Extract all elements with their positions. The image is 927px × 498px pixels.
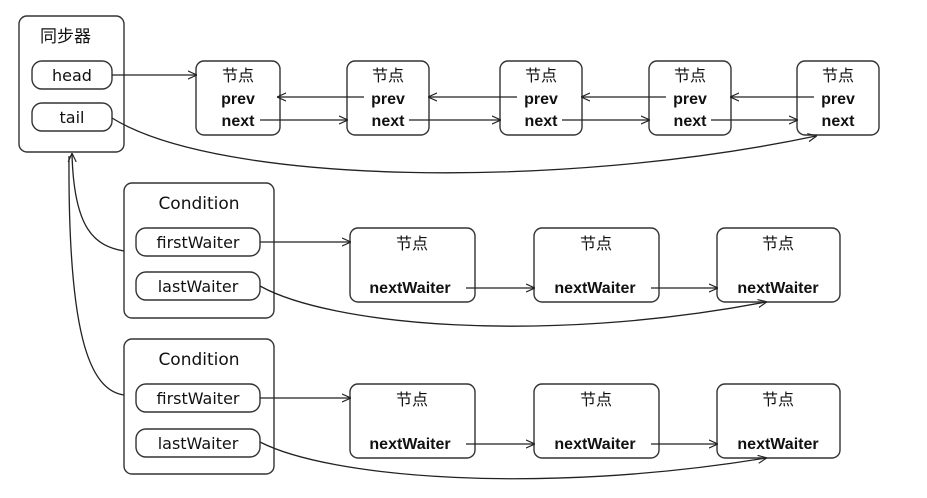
condition-node-title: 节点: [580, 390, 612, 409]
sync-node: 节点 prev next: [346, 60, 430, 136]
sync-node-box: [796, 60, 880, 136]
condition-node-title: 节点: [762, 390, 794, 409]
condition-2-sync-link: [68, 155, 125, 396]
sync-node-next: next: [525, 113, 559, 130]
last-waiter-arrow: [259, 285, 766, 327]
last-waiter-field: [135, 428, 261, 458]
first-waiter-label: firstWaiter: [156, 389, 239, 408]
condition-node-title: 节点: [762, 234, 794, 253]
sync-node-title: 节点: [372, 66, 404, 85]
last-waiter-arrow: [259, 441, 766, 480]
condition-node-title: 节点: [396, 390, 428, 409]
sync-node-prev: prev: [524, 91, 558, 108]
condition-node-box: [716, 383, 841, 459]
synchronizer-title: 同步器: [40, 27, 91, 47]
tail-label: tail: [60, 108, 85, 127]
condition-to-sync-arrows: [68, 154, 125, 396]
condition-node-title: 节点: [396, 234, 428, 253]
sync-node-prev: prev: [221, 91, 255, 108]
condition-node: 节点 nextWaiter: [716, 227, 841, 303]
synchronizer: 同步器 head tail: [18, 15, 125, 153]
condition-node-box: [533, 227, 660, 303]
condition-node-box: [533, 383, 660, 459]
sync-node-title: 节点: [525, 66, 557, 85]
sync-node: 节点 prev next: [195, 60, 281, 136]
condition-node-field: nextWaiter: [554, 280, 635, 297]
tail-arrow: [111, 117, 816, 174]
condition-2: Condition firstWaiter lastWaiter 节点 next…: [123, 338, 841, 480]
sync-node: 节点 prev next: [648, 60, 732, 136]
condition-node: 节点 nextWaiter: [533, 383, 660, 459]
sync-node: 节点 prev next: [499, 60, 583, 136]
condition-1: Condition firstWaiter lastWaiter 节点 next…: [123, 182, 841, 327]
condition-node-title: 节点: [580, 234, 612, 253]
condition-node-box: [349, 383, 476, 459]
sync-node-prev: prev: [821, 91, 855, 108]
sync-node: 节点 prev next: [796, 60, 880, 136]
sync-node-prev: prev: [371, 91, 405, 108]
sync-queue: 节点 prev next 节点 prev next 节点 prev next 节…: [195, 60, 880, 136]
sync-node-next: next: [674, 113, 708, 130]
sync-node-next: next: [372, 113, 406, 130]
condition-1-sync-link: [72, 154, 125, 252]
condition-node-field: nextWaiter: [369, 280, 450, 297]
sync-node-next: next: [822, 113, 856, 130]
sync-node-title: 节点: [822, 66, 854, 85]
sync-node-prev: prev: [673, 91, 707, 108]
condition-title: Condition: [158, 350, 239, 370]
condition-node-field: nextWaiter: [737, 436, 818, 453]
condition-node: 节点 nextWaiter: [349, 227, 476, 303]
condition-node-box: [349, 227, 476, 303]
head-label: head: [52, 66, 92, 85]
condition-node: 节点 nextWaiter: [349, 383, 476, 459]
condition-title: Condition: [158, 194, 239, 214]
condition-node-field: nextWaiter: [369, 436, 450, 453]
condition-node: 节点 nextWaiter: [533, 227, 660, 303]
sync-queue-arrows: [111, 75, 816, 174]
tail-field: [31, 102, 113, 132]
condition-node-field: nextWaiter: [737, 280, 818, 297]
last-waiter-label: lastWaiter: [158, 434, 239, 453]
first-waiter-label: firstWaiter: [156, 233, 239, 252]
sync-node-title: 节点: [674, 66, 706, 85]
sync-node-title: 节点: [222, 66, 254, 85]
condition-node-field: nextWaiter: [554, 436, 635, 453]
condition-node: 节点 nextWaiter: [716, 383, 841, 459]
condition-node-box: [716, 227, 841, 303]
last-waiter-label: lastWaiter: [158, 277, 239, 296]
sync-node-next: next: [222, 113, 256, 130]
